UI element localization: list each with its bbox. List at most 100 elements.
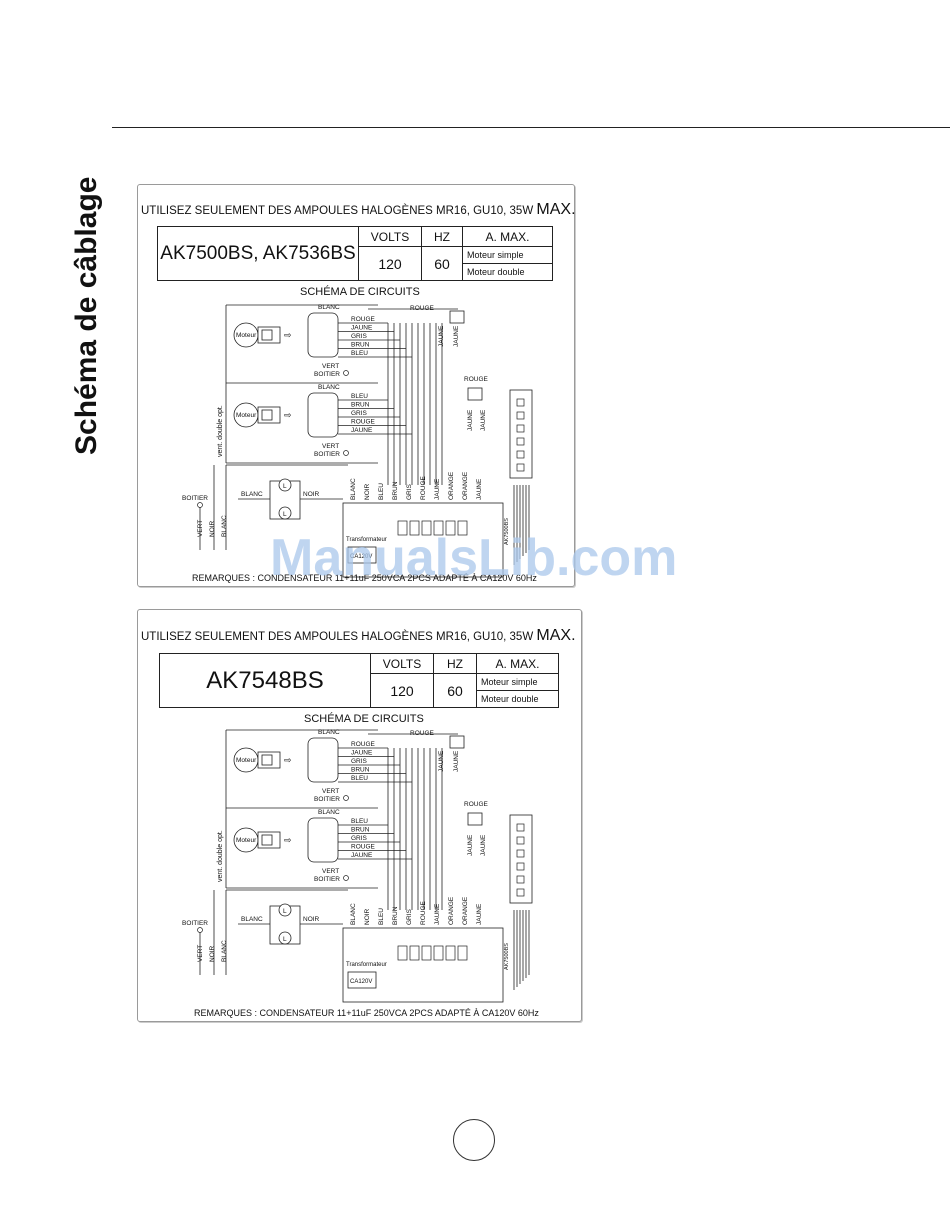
amax-double: Moteur double [462,263,553,281]
vent-label: vent. double opt. [217,830,224,882]
wire-label: JAUNE [438,325,445,347]
transformer-label: Transformateur [346,962,387,968]
remark-text: REMARQUES : CONDENSATEUR 11+11uF 250VCA … [192,573,537,583]
spec-table: AK7548BS VOLTS HZ A. MAX. 120 60 Moteur … [159,653,559,708]
wire-label: JAUNE [351,852,373,859]
motor-label: Moteur [236,757,257,764]
wire-label: BOITIER [182,495,208,502]
wire-label: JAUNE [480,834,487,856]
warning-text: UTILISEZ SEULEMENT DES AMPOULES HALOGÈNE… [141,205,534,217]
lamp-label: L [283,908,287,915]
connector-icon [261,329,273,341]
schema-title: SCHÉMA DE CIRCUITS [304,713,424,725]
wire-label: BLEU [351,818,368,825]
wire-label: NOIR [364,908,371,925]
wire-label: GRIS [406,483,413,500]
wire-label: BOITIER [314,451,340,458]
motor-label: Moteur [236,332,257,339]
header-rule [112,127,950,128]
arrow-icon: ⇨ [284,330,292,340]
warning-text: UTILISEZ SEULEMENT DES AMPOULES HALOGÈNE… [141,631,534,643]
voltage-label: CA120V [350,979,372,985]
wire-label: VERT [322,443,339,450]
lamp-socket-icon [449,310,465,324]
remark-text: REMARQUES : CONDENSATEUR 11+11uF 250VCA … [194,1008,539,1018]
transformer-icon [347,546,377,564]
wire-label: ROUGE [420,476,427,501]
relay-icon [409,945,420,961]
wire-label: JAUNE [453,750,460,772]
wire-label: BLANC [241,491,263,498]
wire-label: BRUN [392,906,399,925]
volts-header: VOLTS [370,653,434,674]
relay-icon [445,945,456,961]
control-board [342,502,504,578]
wire-label: JAUNE [467,409,474,431]
button-icon [516,398,525,407]
wire-label: ROUGE [464,801,489,808]
wire-label: BOITIER [314,796,340,803]
motor-label: Moteur [236,837,257,844]
wire-label: GRIS [351,333,368,340]
lamp-icon [278,903,292,917]
relay-icon [397,520,408,536]
wire-label: JAUNE [480,409,487,431]
wire-label: JAUNE [476,478,483,500]
wire-label: JAUNE [434,478,441,500]
arrow-icon: ⇨ [284,410,292,420]
button-icon [516,450,525,459]
wire-label: NOIR [364,483,371,500]
wire-label: VERT [322,868,339,875]
wire-label: ORANGE [462,896,469,925]
wire-label: BLANC [318,729,340,736]
wire-label: BOITIER [314,876,340,883]
button-icon [516,823,525,832]
relay-icon [457,945,468,961]
amax-double: Moteur double [476,690,559,708]
board-label: AK7500BS [504,943,510,970]
wire-label: ROUGE [351,316,376,323]
wire-label: JAUNE [351,427,373,434]
wire-label: VERT [322,788,339,795]
relay-icon [445,520,456,536]
button-icon [516,411,525,420]
wire-label: GRIS [351,835,368,842]
relay-icon [397,945,408,961]
wire-label: BOITIER [182,920,208,927]
wire-label: NOIR [209,520,216,537]
wire-label: ORANGE [448,471,455,500]
wiring-diagram-2: UTILISEZ SEULEMENT DES AMPOULES HALOGÈNE… [137,609,582,1022]
lamp-label: L [283,936,287,943]
lamp-icon [278,506,292,520]
button-icon [516,463,525,472]
relay-icon [421,945,432,961]
wire-label: VERT [322,363,339,370]
wire-label: JAUNE [438,750,445,772]
schema-title: SCHÉMA DE CIRCUITS [300,286,420,298]
capacitor-icon [307,392,339,438]
wire-label: GRIS [406,908,413,925]
switch-pad-icon [509,389,533,479]
button-icon [516,875,525,884]
lamp-icon [278,931,292,945]
arrow-icon: ⇨ [284,835,292,845]
spec-table: AK7500BS, AK7536BS VOLTS HZ A. MAX. 120 … [157,226,553,281]
vent-label: vent. double opt. [217,405,224,457]
button-icon [516,424,525,433]
relay-icon [409,520,420,536]
wire-label: JAUNE [351,325,373,332]
model-names: AK7548BS [159,653,371,708]
warning-line: UTILISEZ SEULEMENT DES AMPOULES HALOGÈNE… [141,201,576,219]
switch-pad-icon [509,814,533,904]
wire-label: BRUN [351,342,370,349]
wire-label: ROUGE [410,305,435,312]
button-icon [516,437,525,446]
circuit-diagram: Moteur⇨BLANCVERTBOITIERMoteur⇨BLANCVERTB… [182,304,533,578]
button-icon [516,849,525,858]
wire-label: JAUNE [351,750,373,757]
relay-icon [421,520,432,536]
wire-label: BLANC [241,916,263,923]
wire-label: BLEU [351,350,368,357]
page-number-circle [453,1119,495,1161]
ground-icon [343,795,349,801]
